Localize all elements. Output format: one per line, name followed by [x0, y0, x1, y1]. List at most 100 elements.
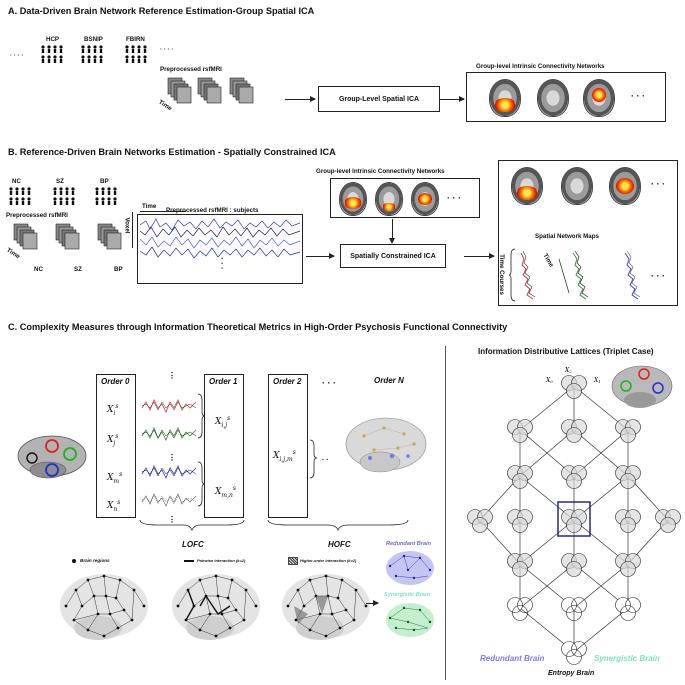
icn-title-b: Group-level Intrinsic Connectivity Netwo…: [316, 168, 445, 175]
order-0-box: Order 0 Xis Xjs Xms Xns: [96, 374, 136, 518]
timeseries-panel: · · ·: [137, 214, 303, 284]
legend-pairwise: Pairwise interaction (k=2): [197, 558, 246, 563]
group-people-icons: [6, 186, 126, 206]
order-2-bracket: · ·: [309, 439, 329, 479]
spatial-maps-label: Spatial Network Maps: [535, 233, 599, 240]
var-xi: Xis: [107, 403, 119, 417]
section-a-title: A. Data-Driven Brain Network Reference E…: [8, 6, 315, 16]
arrow-to-ica: [285, 96, 316, 102]
order-ellipsis: · · ·: [322, 378, 336, 388]
vertical-ellipsis: · · ·: [217, 257, 227, 270]
svg-text:X1: X1: [593, 377, 601, 384]
group-sz: SZ: [56, 178, 64, 185]
lofc-label: LOFC: [182, 540, 204, 549]
icn-panel-a: · · ·: [466, 72, 666, 122]
svg-text:X2: X2: [564, 367, 572, 374]
preprocessed-label-b: Preprocessed rsfMRI: [6, 212, 68, 219]
synergistic-brain-small-label: Synergistic Brain: [384, 592, 431, 598]
brain-map: [511, 167, 543, 205]
icn-title-a: Group-level Intrinsic Connectivity Netwo…: [476, 63, 605, 70]
mri-volume-stacks: [160, 76, 270, 116]
var-xij: Xi,js: [215, 415, 231, 429]
voxel-axis: [132, 212, 133, 248]
brain-map: [561, 167, 593, 205]
group-ica-box: Group-Level Spatial ICA: [318, 86, 440, 112]
dataset-hcp: HCP: [46, 36, 60, 43]
lattice-brain: [610, 362, 674, 414]
order-1-title: Order 1: [209, 377, 238, 386]
more-courses-ellipsis: · · ·: [651, 271, 665, 281]
redundant-brain-network: [384, 548, 436, 588]
brain-map: [411, 182, 439, 216]
var-xn: Xns: [107, 499, 121, 513]
arrow-to-brains: [366, 600, 379, 606]
lattice-diagram: X2 X0 X1: [467, 367, 681, 665]
leading-ellipsis: · · · ·: [10, 52, 24, 59]
order-0-title: Order 0: [101, 377, 130, 386]
svg-text:· ·: · ·: [322, 457, 329, 464]
section-c-title: C. Complexity Measures through Informati…: [8, 322, 508, 332]
voxel-label: Voxel: [123, 217, 131, 234]
brain-map: [609, 167, 641, 205]
lattice-synergistic-label: Synergistic Brain: [594, 654, 660, 663]
region-timeseries: ⋮ ⋮ ⋮: [141, 371, 197, 524]
arrow-to-icn: [440, 96, 465, 102]
var-xj: Xjs: [107, 433, 119, 447]
svg-text:⋮: ⋮: [168, 371, 176, 380]
svg-text:⋮: ⋮: [168, 515, 176, 524]
arrow-to-outputs: [464, 253, 495, 259]
output-panel: · · · Spatial Network Maps Time Courses …: [498, 160, 678, 306]
legend-dot-icon: [72, 559, 76, 563]
time-courses-label: Time Courses: [497, 254, 505, 295]
var-xmn: Xm,ns: [215, 485, 236, 499]
synergistic-brain-network: [384, 600, 436, 640]
constrained-ica-box: Spatially Constrained ICA: [340, 244, 446, 268]
more-networks-ellipsis: · · ·: [447, 193, 461, 203]
glass-brain: [344, 414, 428, 478]
lattice-entropy-label: Entropy Brain: [548, 670, 595, 677]
brain-map: [537, 79, 569, 117]
order-2-box: Order 2 Xi,j,ms: [268, 374, 308, 518]
time-axis: [140, 211, 186, 212]
legend-higher: Higher-order interaction (k>2): [300, 558, 357, 563]
legend-line-icon: [184, 560, 194, 562]
brain-map: [375, 182, 403, 216]
more-networks-ellipsis: · · ·: [631, 91, 645, 101]
order-1-box: Order 1 Xi,js Xm,ns: [204, 374, 244, 518]
section-divider: [445, 346, 446, 680]
arrow-down-head: [389, 238, 395, 244]
more-maps-ellipsis: · · ·: [651, 179, 665, 189]
brain-map: [339, 182, 367, 216]
order-1-brackets: [197, 393, 206, 507]
section-b-title: B. Reference-Driven Brain Networks Estim…: [8, 147, 336, 157]
bottom-braces: [139, 519, 409, 532]
var-xm: Xms: [107, 471, 123, 485]
brain-map: [583, 79, 615, 117]
lattice-title: Information Distributive Lattices (Tripl…: [478, 347, 654, 356]
legend-regions: Brain regions: [80, 558, 110, 563]
lattice-redundant-label: Redundant Brain: [480, 654, 545, 663]
order-2-title: Order 2: [273, 377, 302, 386]
stack-label-sz: SZ: [74, 266, 82, 273]
redundant-brain-small-label: Redundant Brain: [386, 541, 432, 547]
brain-map: [489, 79, 521, 117]
subjects-title: Preprocessed rsfMRI : subjects: [166, 207, 259, 214]
dataset-fbirn: FBIRN: [126, 36, 145, 43]
dataset-bsnip: BSNIP: [84, 36, 103, 43]
network-brains: [59, 573, 371, 641]
arrow-down-line: [392, 219, 393, 241]
svg-text:X0: X0: [545, 377, 553, 384]
group-bp: BP: [100, 178, 109, 185]
legend-hatch-icon: [288, 557, 298, 565]
brain-with-regions: [14, 430, 90, 486]
time-axis-label: Time: [142, 203, 157, 210]
trailing-ellipsis: · · · ·: [160, 46, 174, 53]
subject-people-icons: [40, 44, 160, 66]
hofc-label: HOFC: [328, 540, 351, 549]
stack-label-nc: NC: [34, 266, 43, 273]
svg-text:⋮: ⋮: [168, 453, 176, 462]
var-xijm: Xi,j,ms: [273, 449, 296, 463]
order-n-title: Order N: [374, 376, 404, 385]
group-nc: NC: [12, 178, 21, 185]
arrow-to-constrained: [306, 253, 335, 259]
